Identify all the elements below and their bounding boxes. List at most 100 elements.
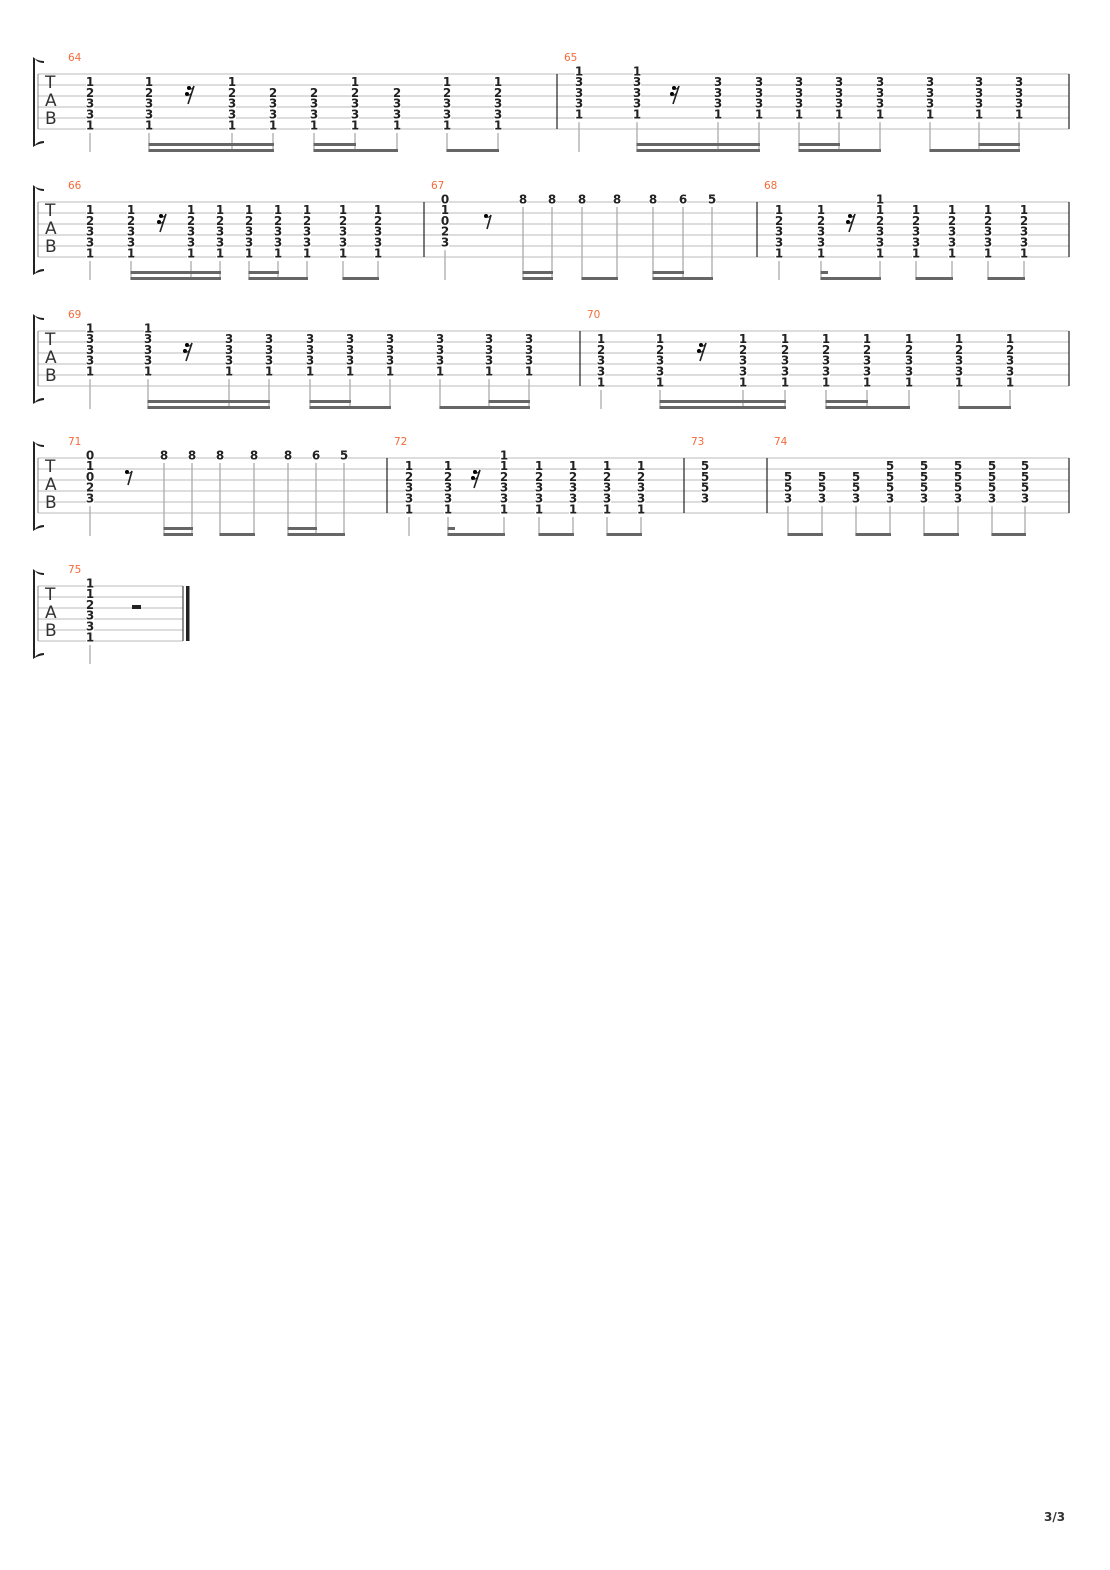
fret-bg: [975, 109, 983, 120]
fret-number: 3: [525, 354, 533, 368]
fret-bg: [575, 109, 583, 120]
fret-number: 3: [351, 108, 359, 122]
system-bracket: [33, 441, 44, 531]
measure-70: 7012331123311233112331123311233112331123…: [587, 309, 1070, 409]
fret-number: 3: [863, 354, 871, 368]
fret-number: 5: [920, 481, 928, 495]
fret-bg: [374, 248, 382, 258]
fret-number: 3: [603, 492, 611, 506]
fret-number: 3: [86, 108, 94, 122]
fret-number: 3: [500, 492, 508, 506]
fret-number: 1: [876, 108, 884, 122]
fret-bg: [351, 98, 359, 109]
fret-number: 3: [86, 97, 94, 111]
fret-number: 3: [351, 97, 359, 111]
measure-66: 6612331123311233112331123311233112331123…: [68, 180, 425, 280]
fret-number: 2: [905, 343, 913, 357]
fret-number: 1: [405, 502, 413, 516]
fret-bg: [86, 471, 94, 482]
fret-number: 3: [1021, 492, 1029, 506]
fret-bg: [948, 204, 956, 215]
note-beam: [447, 533, 505, 536]
fret-number: 1: [86, 203, 94, 217]
fret-number: 3: [346, 354, 354, 368]
fret-bg: [535, 460, 543, 471]
fret-bg: [775, 226, 783, 237]
fret-bg: [303, 215, 311, 226]
fret-number: 2: [405, 470, 413, 484]
fret-number: 1: [303, 246, 311, 260]
note-beam: [978, 143, 1020, 146]
fret-bg: [127, 237, 135, 248]
fret-bg: [86, 366, 94, 377]
fret-number: 2: [984, 214, 992, 228]
fret-number: 3: [1015, 75, 1023, 89]
fret-number: 1: [274, 203, 282, 217]
fret-bg: [494, 109, 502, 120]
fret-bg: [948, 215, 956, 226]
fret-number: 1: [187, 246, 195, 260]
fret-bg: [876, 87, 884, 98]
fret-number: 3: [245, 225, 253, 239]
fret-bg: [575, 66, 583, 76]
fret-bg: [225, 366, 233, 377]
fret-bg: [1006, 355, 1014, 366]
fret-number: 1: [535, 459, 543, 473]
system-bracket: [33, 57, 44, 147]
fret-bg: [386, 344, 394, 355]
fret-number: 3: [755, 75, 763, 89]
fret-bg: [739, 333, 747, 344]
fret-bg: [795, 98, 803, 109]
fret-bg: [265, 366, 273, 377]
fret-number: 3: [637, 492, 645, 506]
fret-number: 2: [955, 343, 963, 357]
fret-bg: [714, 76, 722, 87]
fret-number: 1: [863, 332, 871, 346]
fret-bg: [1006, 377, 1014, 387]
fret-number: 1: [303, 203, 311, 217]
fret-bg: [775, 215, 783, 226]
fret-bg: [822, 377, 830, 387]
fret-bg: [86, 215, 94, 226]
fret-number: 1: [245, 203, 253, 217]
fret-bg: [984, 226, 992, 237]
fret-number: 3: [948, 225, 956, 239]
fret-bg: [1020, 248, 1028, 258]
fret-bg: [86, 76, 94, 87]
fret-number: 3: [835, 75, 843, 89]
fret-bg: [535, 493, 543, 504]
fret-number: 3: [346, 332, 354, 346]
fret-bg: [351, 109, 359, 120]
chord: 8: [548, 192, 556, 280]
fret-number: 3: [597, 354, 605, 368]
fret-bg: [310, 109, 318, 120]
fret-number: 1: [310, 118, 318, 132]
fret-bg: [265, 355, 273, 366]
note-beam: [652, 277, 713, 280]
fret-number: 3: [633, 86, 641, 100]
fret-number: 2: [817, 214, 825, 228]
fret-bg: [656, 355, 664, 366]
fret-number: 1: [339, 246, 347, 260]
fret-bg: [714, 109, 722, 120]
fret-number: 1: [86, 630, 94, 644]
fret-bg: [975, 76, 983, 87]
fret-number: 3: [86, 225, 94, 239]
fret-bg: [269, 98, 277, 109]
fret-number: 1: [86, 75, 94, 89]
fret-number: 3: [436, 332, 444, 346]
fret-number: 1: [86, 576, 94, 590]
fret-number: 2: [775, 214, 783, 228]
measure-number: 68: [764, 180, 777, 192]
fret-bg: [633, 66, 641, 76]
fret-number: 3: [1006, 354, 1014, 368]
fret-bg: [656, 377, 664, 387]
fret-number: 1: [86, 587, 94, 601]
